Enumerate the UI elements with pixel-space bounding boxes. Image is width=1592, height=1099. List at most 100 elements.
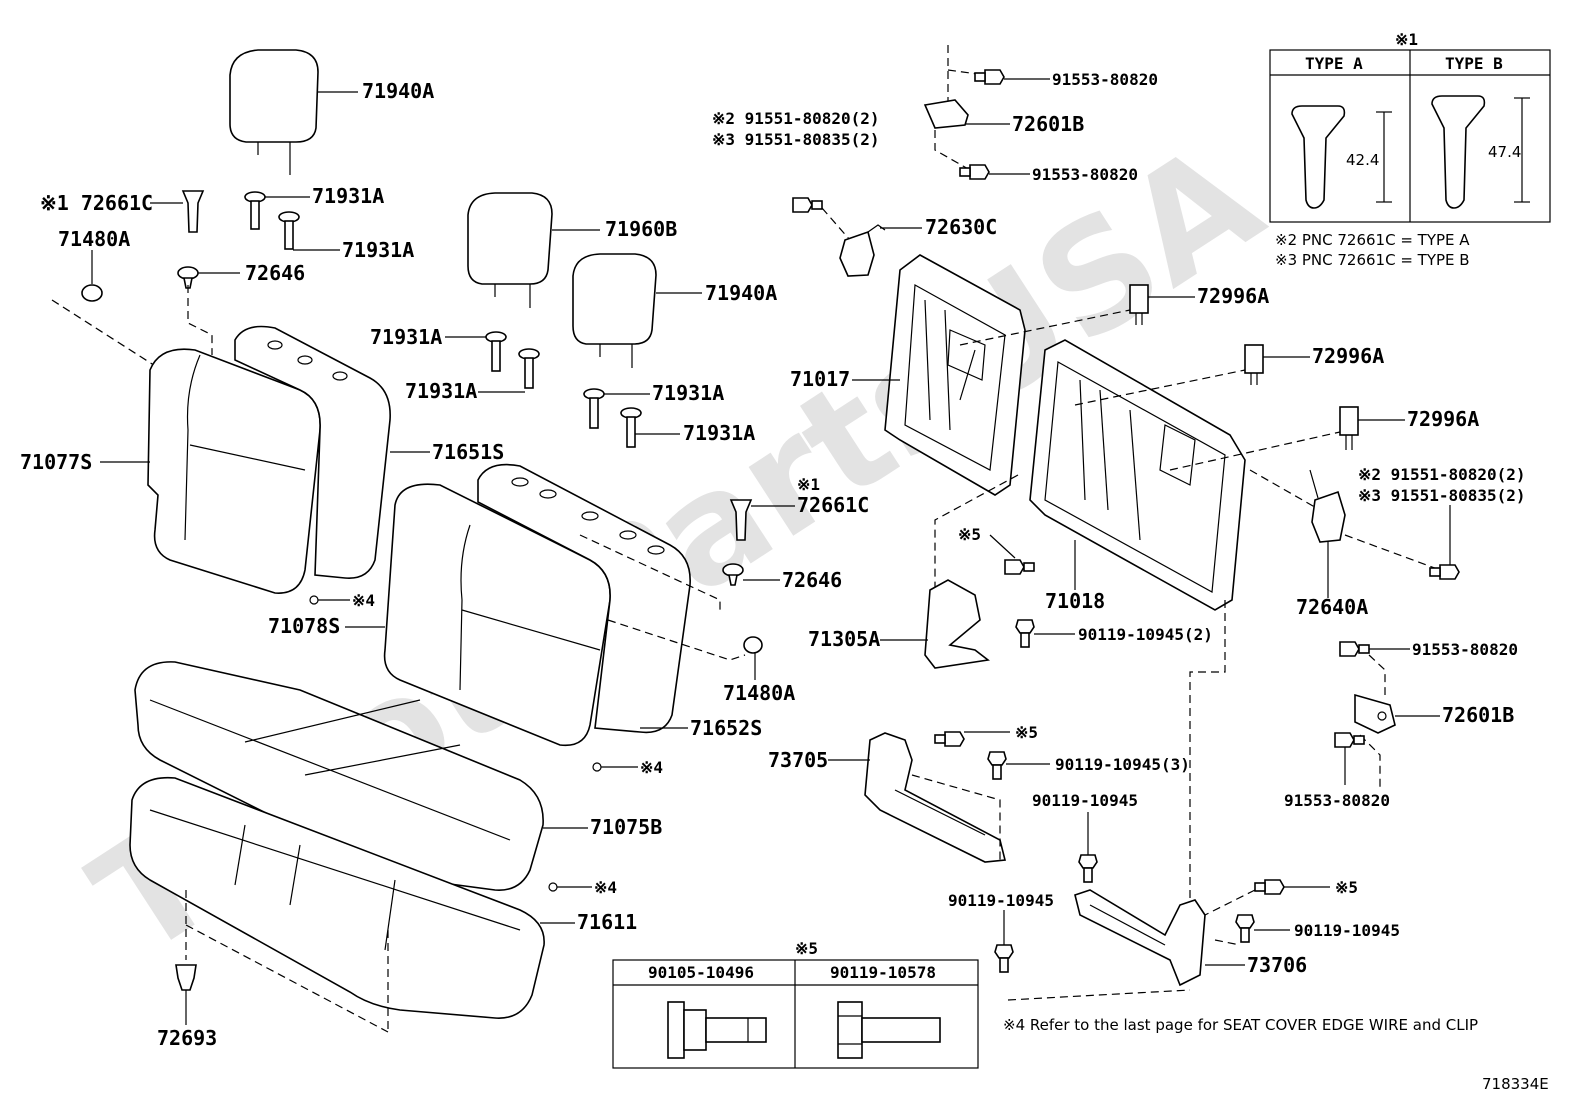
label-90119-c: 90119-10945: [1294, 921, 1400, 940]
label-72693: 72693: [157, 1026, 217, 1050]
seat-back-71078S[interactable]: [345, 483, 611, 747]
bolt-91553-r1[interactable]: [1339, 641, 1410, 657]
bracket-73706[interactable]: [1074, 889, 1245, 987]
pin-72661C-top[interactable]: [150, 190, 205, 233]
bolt-x5-c[interactable]: [1254, 879, 1330, 895]
clip-x4-a[interactable]: [309, 595, 350, 605]
label-71652S: 71652S: [690, 716, 762, 740]
bolt-91551-right[interactable]: [1429, 505, 1460, 580]
bracket-73705[interactable]: [828, 732, 1007, 863]
label-x5-a: ※5: [958, 525, 981, 544]
headrest-71940A-top[interactable]: [229, 49, 358, 175]
bolt-90119-a[interactable]: [1078, 812, 1098, 883]
label-72640A: 72640A: [1296, 595, 1368, 619]
label-72601B-right: 72601B: [1442, 703, 1514, 727]
seat-back-71652S[interactable]: [477, 463, 691, 734]
label-71931A-5: 71931A: [652, 381, 724, 405]
label-x5-b: ※5: [1015, 723, 1038, 742]
bolt-91553-r2[interactable]: [1334, 732, 1365, 785]
lock-72630C[interactable]: [839, 224, 922, 277]
label-71078S: 71078S: [268, 614, 340, 638]
seat-cushion-71075B[interactable]: [134, 661, 588, 891]
seat-cushion-71611[interactable]: [129, 776, 575, 1019]
bolt-90119-b[interactable]: [994, 910, 1014, 973]
seat-back-71077S[interactable]: [100, 348, 321, 594]
type-table-mark: ※1: [1395, 30, 1418, 49]
clip-x4-b[interactable]: [592, 762, 638, 772]
clip-72693[interactable]: [175, 964, 197, 1025]
bolt-91553-top2[interactable]: [959, 164, 1030, 180]
latch-72996A-2[interactable]: [1244, 344, 1310, 385]
label-71960B: 71960B: [605, 217, 677, 241]
type-note-3: ※3 PNC 72661C = TYPE B: [1275, 251, 1470, 269]
lock-72640A[interactable]: [1309, 469, 1346, 598]
label-s3-b: ※3 91551-80835(2): [1358, 486, 1526, 505]
type-a-title: TYPE A: [1305, 54, 1363, 73]
bolt-90119-c[interactable]: [1235, 914, 1290, 943]
label-71931A-4: 71931A: [405, 379, 477, 403]
label-71017: 71017: [790, 367, 850, 391]
label-72646-mid: 72646: [782, 568, 842, 592]
type-b-pin: [1431, 95, 1486, 209]
label-90119-a: 90119-10945: [1032, 791, 1138, 810]
label-72996A-1: 72996A: [1197, 284, 1269, 308]
clip-x4-c[interactable]: [548, 882, 592, 892]
bolt-91553-top1[interactable]: [974, 69, 1050, 85]
label-71018: 71018: [1045, 589, 1105, 613]
label-71931A-3: 71931A: [370, 325, 442, 349]
bolt-x5-a[interactable]: [989, 534, 1035, 575]
label-72996A-2: 72996A: [1312, 344, 1384, 368]
label-71075B: 71075B: [590, 815, 662, 839]
guide-71931A-5[interactable]: [583, 388, 650, 429]
label-90119-b: 90119-10945: [948, 891, 1054, 910]
label-71480A-left: 71480A: [58, 227, 130, 251]
label-71931A-1: 71931A: [312, 184, 384, 208]
bracket-72601B-right[interactable]: [1354, 693, 1440, 734]
label-71611: 71611: [577, 910, 637, 934]
bolt-90119-2[interactable]: [1015, 619, 1075, 648]
clip-71480A-left[interactable]: [81, 250, 103, 302]
guide-71931A-4[interactable]: [478, 348, 540, 393]
label-71651S: 71651S: [432, 440, 504, 464]
label-x4-a: ※4: [352, 591, 375, 610]
guide-71931A-3[interactable]: [445, 331, 507, 372]
label-73705: 73705: [768, 748, 828, 772]
bracket-72601B-top[interactable]: [923, 99, 1010, 129]
footnote: ※4 Refer to the last page for SEAT COVER…: [1003, 1016, 1478, 1034]
label-72661C-top: ※1 72661C: [40, 191, 153, 215]
flange-bolt-icon: [667, 1001, 767, 1059]
label-71077S: 71077S: [20, 450, 92, 474]
guide-71931A-2[interactable]: [278, 211, 340, 251]
clip-72646-top[interactable]: [177, 266, 240, 289]
latch-72996A-1[interactable]: [1129, 284, 1195, 325]
seat-back-71651S[interactable]: [234, 325, 430, 579]
hex-bolt-icon: [837, 1001, 941, 1059]
label-x4-b: ※4: [640, 758, 663, 777]
type-a-pin: [1291, 105, 1346, 209]
frame-71017[interactable]: [852, 254, 1026, 496]
latch-72996A-3[interactable]: [1339, 406, 1405, 450]
clip-72646-mid[interactable]: [722, 563, 780, 586]
label-x4-c: ※4: [594, 878, 617, 897]
guide-71931A-6[interactable]: [620, 407, 680, 448]
label-72630C: 72630C: [925, 215, 997, 239]
guide-71931A-1[interactable]: [244, 191, 310, 230]
bolt-table: ※5 90105-10496 90119-10578: [612, 939, 979, 1069]
clip-71480A-mid[interactable]: [743, 636, 763, 680]
headrest-71940A-mid[interactable]: [572, 253, 702, 368]
label-72646-top: 72646: [245, 261, 305, 285]
bolt-x5-b[interactable]: [934, 731, 1010, 747]
label-71480A-mid: 71480A: [723, 681, 795, 705]
bolt-table-mark: ※5: [795, 939, 818, 958]
hinge-71305A[interactable]: [880, 579, 990, 669]
pin-72661C-mid[interactable]: [729, 499, 795, 541]
bolt-91551-left[interactable]: [792, 197, 823, 213]
bolt-col2: 90119-10578: [830, 963, 936, 982]
label-72601B-top: 72601B: [1012, 112, 1084, 136]
headrest-71960B[interactable]: [467, 192, 600, 308]
frame-71018[interactable]: [1029, 339, 1246, 611]
bolt-90119-3[interactable]: [987, 751, 1050, 780]
label-72661C-mid: 72661C: [797, 493, 869, 517]
label-91553-r1: 91553-80820: [1412, 640, 1518, 659]
